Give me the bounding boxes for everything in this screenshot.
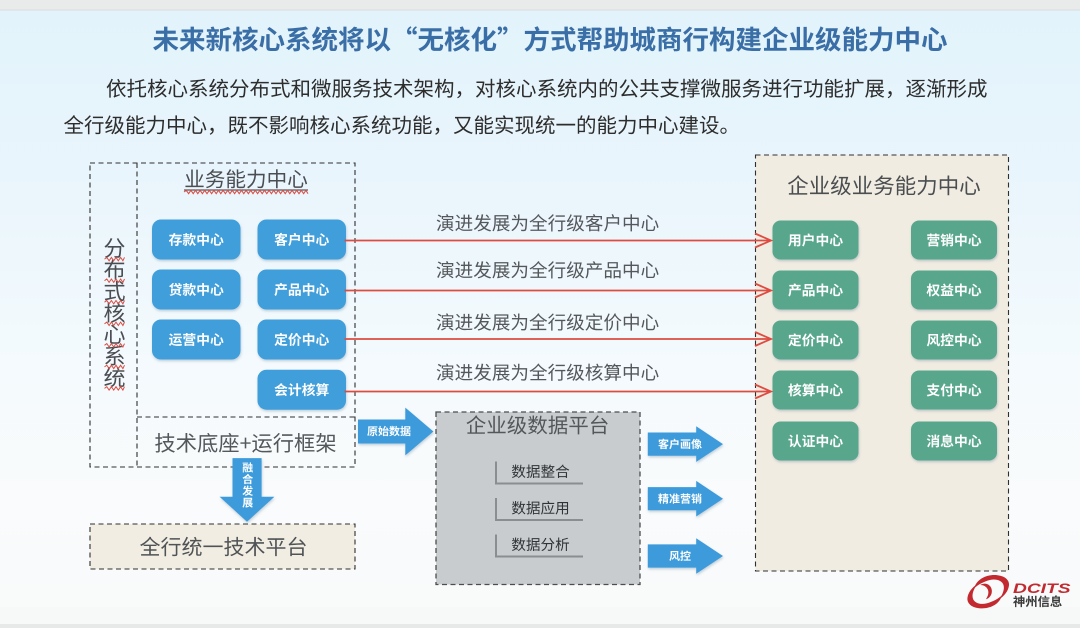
svg-text:DCITS: DCITS xyxy=(1013,580,1071,596)
